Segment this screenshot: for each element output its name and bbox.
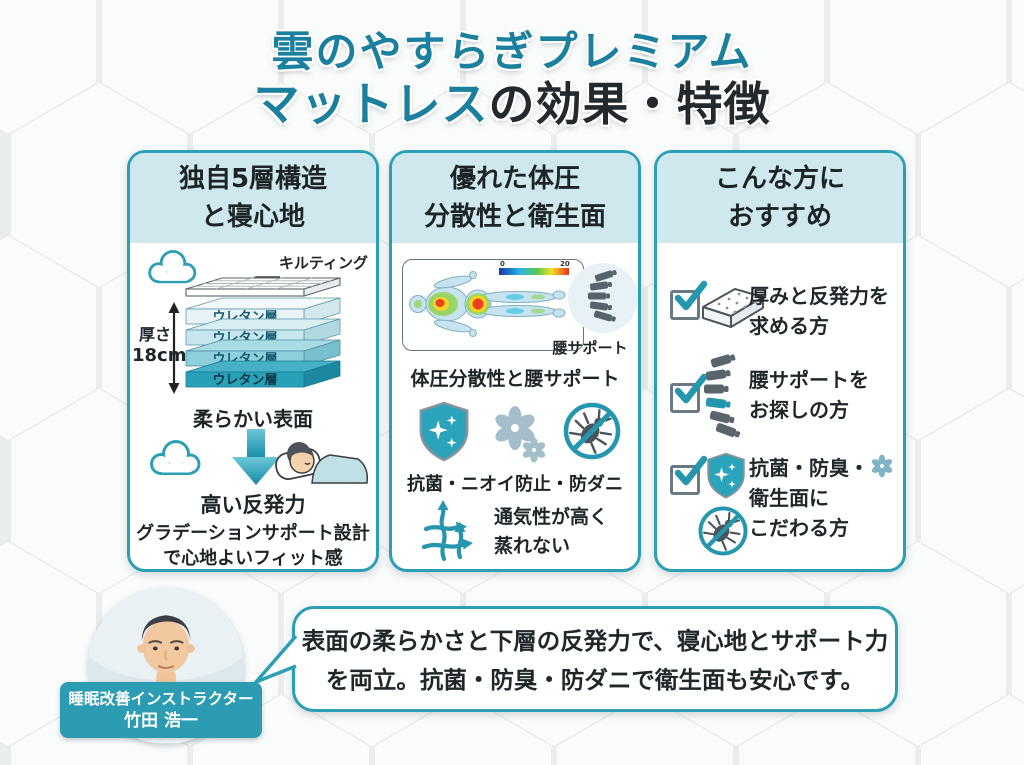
pressure-caption: 体圧分散性と腰サポート: [410, 368, 620, 390]
card-pressure-header-line1: 優れた体圧: [449, 164, 580, 194]
high-resilience-caption: 高い反発力: [200, 493, 306, 517]
page-title-suffix: の効果・特徴: [488, 77, 771, 131]
mattress-icon: [702, 288, 764, 328]
recommend-item-3-line2: 衛生面に: [749, 486, 829, 510]
breathable-caption: 通気性が高く 蒸れない: [494, 503, 608, 560]
recommend-item-2: 腰サポートを お探しの方: [749, 365, 869, 425]
magnifier-spine-icon: [568, 263, 638, 333]
spine-icon: [704, 354, 741, 438]
recommend-item-3: 抗菌・防臭・ 衛生面に こだわる方: [749, 453, 869, 543]
gradation-caption: グラデーションサポート設計 で心地よいフィット感: [130, 521, 376, 571]
card-recommend: こんな方に おすすめ 厚みと反発力を 求める方: [654, 150, 906, 572]
checkbox-check-icon: [670, 373, 708, 413]
cloud-icon: [150, 440, 201, 475]
recommend-item-3-line3: こだわる方: [749, 516, 849, 540]
spine-icon: [588, 269, 617, 322]
recommend-item-1: 厚みと反発力を 求める方: [749, 281, 889, 341]
recommend-item-1-line1: 厚みと反発力を: [749, 284, 889, 308]
cloud-icon: [148, 249, 197, 284]
expert-quote-line2: を両立。抗菌・防臭・防ダニで衛生面も安心です。: [325, 665, 865, 694]
hexagon-tile: [1012, 236, 1024, 440]
page-title-product: マットレス: [253, 77, 489, 131]
page-title-line2: マットレスの効果・特徴: [0, 68, 1024, 134]
recommend-item-2-line1: 腰サポートを: [749, 368, 869, 392]
no-mite-icon: [698, 506, 748, 556]
quilting-label: キルティング: [278, 254, 368, 272]
card-pressure-header: 優れた体圧 分散性と衛生面: [392, 153, 638, 243]
card-recommend-header: こんな方に おすすめ: [657, 153, 903, 243]
flower-odor-icon: [495, 406, 546, 463]
card-structure-header-line2: と寝心地: [200, 201, 305, 232]
down-arrow-icon: [232, 429, 280, 485]
card-pressure-header-line2: 分散性と衛生面: [423, 201, 606, 232]
expert-quote-bubble: 表面の柔らかさと下層の反発力で、寝心地とサポート力 を両立。抗菌・防臭・防ダニで…: [292, 606, 898, 712]
shield-antibacterial-icon: [419, 401, 469, 462]
shield-antibacterial-icon: [707, 452, 745, 499]
expert-quote-line1: 表面の柔らかさと下層の反発力で、寝心地とサポート力: [301, 627, 889, 655]
expert-name: 竹田 浩一: [124, 710, 198, 731]
breathable-caption-line2: 蒸れない: [494, 534, 571, 557]
speech-bubble-tail: [254, 634, 298, 684]
card-structure-header: 独自5層構造 と寝心地: [130, 153, 376, 243]
card-structure-header-line1: 独自5層構造: [178, 164, 328, 194]
gradation-caption-line1: グラデーションサポート設計: [136, 523, 370, 544]
recommend-item-2-line2: お探しの方: [749, 398, 849, 422]
sleeping-person-icon: [275, 442, 369, 484]
checkbox-check-icon: [670, 455, 708, 495]
airflow-icon: [421, 500, 473, 561]
breathable-caption-line1: 通気性が高く: [494, 506, 609, 528]
soft-surface-caption: 柔らかい表面: [193, 407, 313, 431]
expert-nameplate: 睡眠改善インストラクター 竹田 浩一: [60, 682, 262, 738]
thickness-label-line1: 厚さ: [138, 325, 171, 344]
pressure-heatmap: 0 20: [409, 260, 570, 337]
recommend-item-1-line2: 求める方: [749, 314, 829, 338]
card-recommend-header-line1: こんな方に: [714, 164, 845, 194]
flower-odor-icon: [871, 454, 893, 478]
pressure-heatmap-box: 0 20: [402, 259, 584, 351]
hygiene-caption: 抗菌・ニオイ防止・防ダニ: [407, 474, 623, 495]
gradation-caption-line2: で心地よいフィット感: [163, 548, 343, 570]
heat-scale: [499, 268, 569, 275]
no-mite-icon: [563, 402, 621, 460]
expert-role: 睡眠改善インストラクター: [68, 690, 254, 708]
page-title-line1: 雲のやすらぎプレミアム: [271, 27, 753, 76]
heat-scale-min: 0: [500, 260, 505, 268]
thickness-label: 厚さ 18cm: [132, 325, 187, 368]
card-pressure: 優れた体圧 分散性と衛生面: [389, 150, 641, 572]
checkbox-check-icon: [670, 280, 708, 320]
layer-label-4: ウレタン層: [212, 373, 277, 388]
hexagon-tile: [1012, 542, 1024, 746]
card-recommend-header-line2: おすすめ: [727, 201, 832, 232]
thickness-label-line2: 18cm: [132, 345, 187, 366]
recommend-item-3-line1: 抗菌・防臭・: [749, 456, 869, 480]
card-structure: 独自5層構造 と寝心地 キルティング: [127, 150, 379, 572]
mattress-layer-stack: ウレタン層 ウレタン層 ウレタン層 ウレタン層: [168, 276, 341, 394]
waist-support-label: 腰サポート: [552, 339, 628, 357]
thickness-arrow: [168, 302, 180, 394]
heat-scale-max: 20: [560, 260, 570, 268]
